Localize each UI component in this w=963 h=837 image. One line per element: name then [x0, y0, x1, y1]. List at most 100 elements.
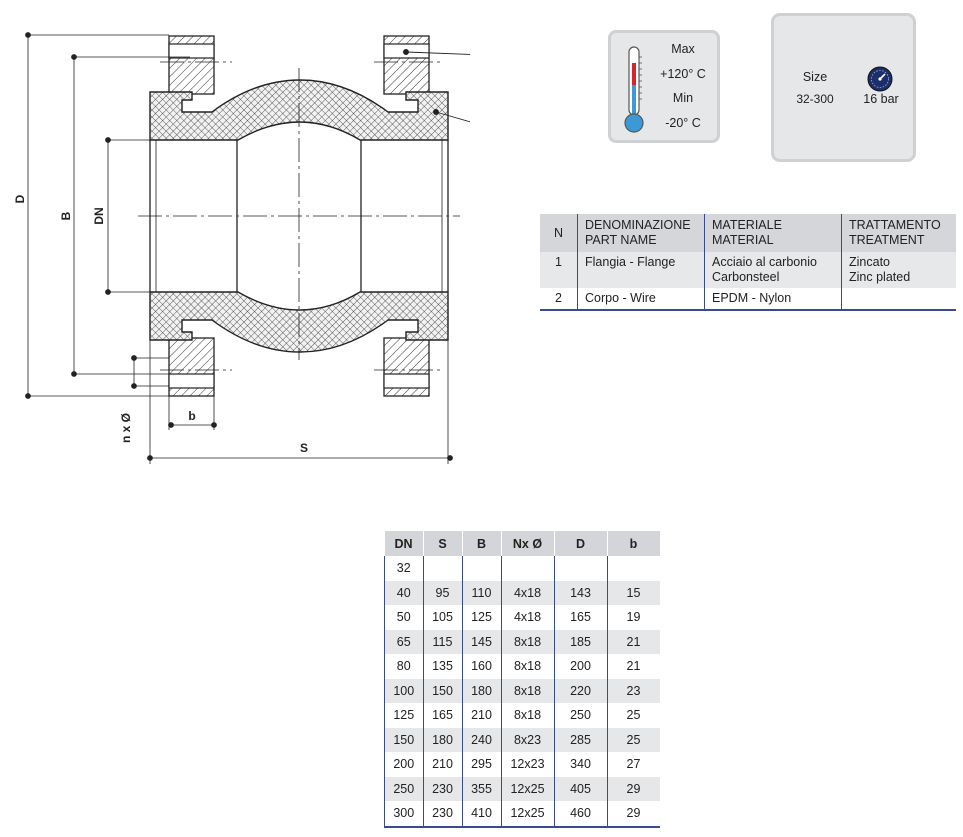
parts-row: 2 Corpo - Wire EPDM - Nylon [540, 288, 956, 311]
dimensions-cell: 32 [384, 556, 424, 581]
dimensions-cell: 27 [626, 757, 641, 772]
parts-table-header: N DENOMINAZIONE PART NAME MATERIALE MATE… [540, 214, 956, 252]
dim-label-nxo: n x Ø [119, 413, 133, 443]
dim-header-b: B [462, 531, 502, 556]
dimensions-cell: 25 [607, 727, 660, 752]
parts-cell-n: 2 [540, 288, 578, 311]
parts-cell-treatment-line: Zincato [849, 255, 890, 269]
dimensions-cell: 460 [554, 801, 608, 828]
parts-header-name: DENOMINAZIONE PART NAME [577, 214, 705, 252]
size-range: 32-300 [796, 92, 834, 106]
dim-header-b-thickness: b [607, 531, 660, 556]
dimensions-row: 32 [384, 556, 660, 581]
dimensions-cell: 40 [384, 580, 424, 605]
dimensions-cell: 12x23 [501, 752, 555, 777]
parts-header-name-en: PART NAME [585, 233, 657, 247]
dim-label-s: S [300, 441, 308, 455]
dimensions-cell: 110 [462, 580, 502, 605]
dimensions-cell: 8x23 [501, 727, 555, 752]
dim-header-nxo: Nx Ø [501, 531, 555, 556]
dimensions-cell: 25 [626, 708, 641, 723]
dimensions-cell [554, 556, 608, 581]
dimensions-cell: 8x18 [501, 703, 555, 728]
parts-cell-treatment: Zincato Zinc plated [841, 252, 956, 288]
dimensions-cell: 125 [384, 703, 424, 728]
dim-label-dn: DN [92, 207, 106, 224]
dimensions-cell: 220 [554, 678, 608, 703]
dimensions-cell: 295 [462, 752, 502, 777]
temp-min-value: -20° C [665, 116, 701, 130]
pressure-value: 16 bar [863, 92, 899, 106]
dimensions-cell: 100 [384, 678, 424, 703]
parts-cell-material: Acciaio al carbonio Carbonsteel [704, 252, 842, 288]
dimensions-cell: 65 [384, 629, 424, 654]
parts-header-treatment: TRATTAMENTO TREATMENT [841, 214, 956, 252]
dimensions-cell: 250 [554, 703, 608, 728]
temperature-card: Max +120° C Min -20° C [608, 30, 720, 143]
dimensions-cell: 240 [462, 727, 502, 752]
dimensions-cell: 80 [384, 654, 424, 679]
dimensions-cell: 23 [607, 678, 660, 703]
dimensions-cell: 143 [554, 580, 608, 605]
parts-header-material-it: MATERIALE [712, 218, 782, 232]
expansion-joint-section-drawing: D B DN n x Ø b S 1 2 [13, 32, 470, 464]
temp-max-value: +120° C [660, 67, 706, 81]
dimensions-cell [501, 556, 555, 581]
dimensions-cell: 160 [462, 654, 502, 679]
dimensions-cell: 230 [423, 801, 463, 828]
parts-cell-name: Flangia - Flange [577, 252, 705, 288]
pressure-gauge-icon [867, 66, 893, 92]
parts-cell-treatment-line: Zinc plated [849, 270, 911, 284]
dimensions-cell: 410 [462, 801, 502, 828]
dimensions-cell: 29 [607, 801, 660, 828]
parts-header-name-it: DENOMINAZIONE [585, 218, 691, 232]
dimensions-cell: 230 [423, 776, 463, 801]
parts-table: N DENOMINAZIONE PART NAME MATERIALE MATE… [540, 214, 956, 311]
temp-max-label: Max [671, 42, 695, 56]
dimensions-cell: 8x18 [501, 678, 555, 703]
dimensions-cell: 125 [462, 605, 502, 630]
dimensions-cell: 135 [423, 654, 463, 679]
dimensions-cell: 180 [462, 678, 502, 703]
dimensions-cell: 200 [384, 752, 424, 777]
temp-min-label: Min [672, 91, 694, 105]
parts-header-material-en: MATERIAL [712, 233, 774, 247]
dimensions-cell: 15 [607, 580, 660, 605]
dimensions-cell [423, 556, 463, 581]
dimensions-cell: 355 [462, 776, 502, 801]
parts-header-material: MATERIALE MATERIAL [704, 214, 842, 252]
parts-cell-material-line: Acciaio al carbonio [712, 255, 817, 269]
dim-label-b-large: B [59, 211, 73, 220]
dimensions-cell: 250 [384, 776, 424, 801]
dimensions-cell: 12x25 [501, 776, 555, 801]
dimensions-cell [607, 556, 660, 581]
dimensions-cell: 29 [607, 776, 660, 801]
dimensions-cell: 95 [423, 580, 463, 605]
dimensions-cell: 150 [384, 727, 424, 752]
parts-cell-treatment [841, 288, 956, 311]
dimensions-cell: 115 [423, 629, 463, 654]
dimensions-cell: 150 [423, 678, 463, 703]
dimensions-cell: 210 [462, 703, 502, 728]
dimensions-header-row: DN S B Nx Ø D b [384, 531, 660, 556]
parts-cell-name: Corpo - Wire [577, 288, 705, 311]
dimensions-cell: 4x18 [501, 580, 555, 605]
size-pressure-card: Size 32-300 16 bar [771, 13, 916, 162]
dimensions-cell: 19 [626, 610, 641, 625]
dimensions-cell [462, 556, 502, 581]
dimensions-cell: 285 [554, 727, 608, 752]
dimensions-cell: 8x18 [501, 629, 555, 654]
dimensions-cell: 4x18 [501, 605, 555, 630]
parts-cell-n: 1 [540, 252, 578, 288]
parts-header-treatment-en: TREATMENT [849, 233, 925, 247]
dimensions-cell: 12x25 [501, 801, 555, 828]
